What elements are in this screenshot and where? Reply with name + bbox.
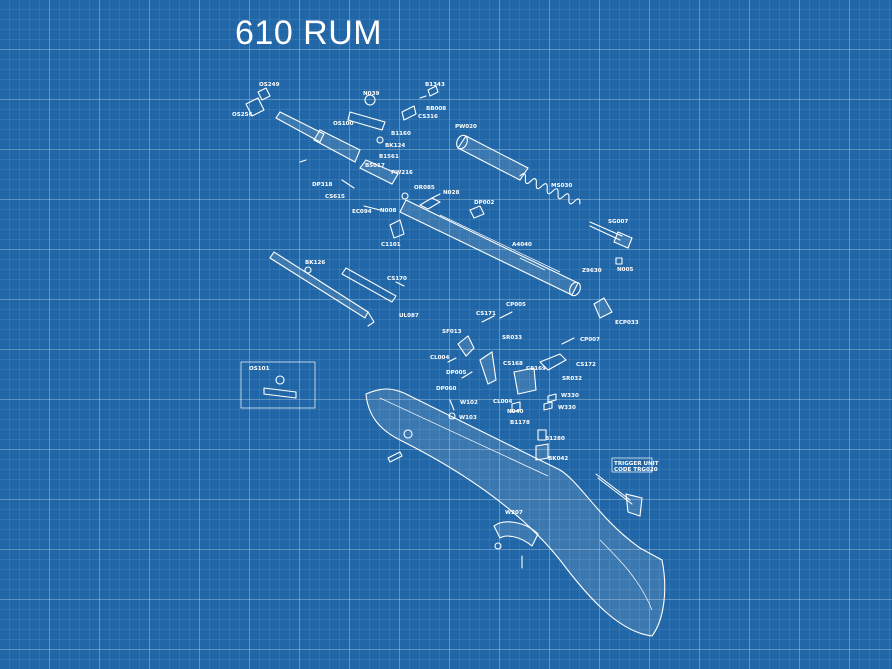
callout-os100: OS100 — [333, 121, 354, 127]
callout-cl004b: CL004 — [493, 399, 512, 405]
callout-n040: N040 — [507, 409, 523, 415]
spring-guide-part — [589, 221, 633, 265]
callout-n008: N008 — [380, 208, 396, 214]
callout-a4040: A4040 — [512, 242, 532, 248]
trigger-guard-part — [493, 521, 539, 569]
callout-sg007: SG007 — [608, 219, 628, 225]
callout-sr032: SR032 — [562, 376, 582, 382]
mainspring-part — [519, 173, 581, 205]
callout-cp005: CP005 — [506, 302, 526, 308]
callout-sf013: SF013 — [442, 329, 462, 335]
callout-os101: OS101 — [249, 366, 270, 372]
callout-n005: N005 — [617, 267, 633, 273]
callout-bk126: BK126 — [305, 260, 325, 266]
trigger-note-line2: CODE TRG020 — [614, 467, 658, 473]
callout-b1561: B1561 — [379, 154, 399, 160]
callout-ec094: EC094 — [352, 209, 372, 215]
callout-cs615: CS615 — [325, 194, 345, 200]
callout-w330b: W330 — [558, 405, 576, 411]
end-cap-part — [593, 297, 613, 319]
callout-os249: OS249 — [259, 82, 280, 88]
callout-b5017: B5017 — [365, 163, 385, 169]
callout-cp007: CP007 — [580, 337, 600, 343]
callout-pw216: PW216 — [391, 170, 413, 176]
callout-dp002: DP002 — [474, 200, 495, 206]
callout-ul087: UL087 — [399, 313, 419, 319]
callout-n028: N028 — [443, 190, 459, 196]
callout-w102: W102 — [460, 400, 478, 406]
callout-cs171: CS171 — [476, 311, 496, 317]
callout-w330a: W330 — [561, 393, 579, 399]
callout-b1280: B1280 — [545, 436, 565, 442]
callout-ecp033: ECP033 — [615, 320, 639, 326]
trigger-note-line1: TRIGGER UNIT — [614, 461, 659, 467]
callout-cs316: CS316 — [418, 114, 438, 120]
callout-ms030: MS030 — [551, 183, 572, 189]
callout-z9630: Z9630 — [582, 268, 602, 274]
callout-cs168: CS168 — [503, 361, 523, 367]
callout-b1178: B1178 — [510, 420, 530, 426]
trigger-components-part — [447, 311, 575, 461]
callout-labels: OS249 OS256 N039 B1343 BB008 CS316 OS100… — [232, 82, 659, 516]
inset-box — [240, 361, 316, 409]
callout-b1160: B1160 — [391, 131, 411, 137]
callout-c1101: C1101 — [381, 242, 401, 248]
callout-dp060: DP060 — [436, 386, 457, 392]
callout-dp318: DP318 — [312, 182, 333, 188]
diagram-title: 610 RUM — [235, 14, 383, 52]
callout-or085: OR085 — [414, 185, 435, 191]
callout-cs169: CS169 — [526, 366, 546, 372]
stock-part — [365, 388, 666, 637]
piston-part — [456, 134, 529, 181]
receiver-tube-part — [399, 197, 581, 297]
callout-cs172: CS172 — [576, 362, 596, 368]
callout-sr033: SR033 — [502, 335, 522, 341]
trigger-unit-part — [595, 457, 653, 517]
callout-cs170: CS170 — [387, 276, 407, 282]
cocking-linkage-part — [269, 251, 405, 327]
callout-w207: W207 — [505, 510, 523, 516]
callout-bk124: BK124 — [385, 143, 405, 149]
callout-bb008: BB008 — [426, 106, 446, 112]
callout-w103: W103 — [459, 415, 477, 421]
barrel-assembly-part — [245, 85, 485, 239]
callout-dp005: DP005 — [446, 370, 467, 376]
callout-pw020: PW020 — [455, 124, 477, 130]
callout-cl004a: CL004 — [430, 355, 449, 361]
callout-os256: OS256 — [232, 112, 253, 118]
callout-n039: N039 — [363, 91, 379, 97]
callout-b1343: B1343 — [425, 82, 445, 88]
callout-bk042: BK042 — [548, 456, 568, 462]
